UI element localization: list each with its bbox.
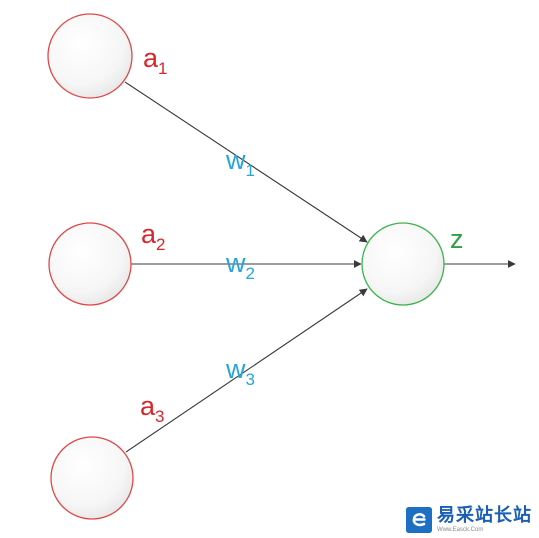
site-watermark: 易采站长站 Www.Easck.Com xyxy=(404,503,539,537)
input-label-a3-base: a xyxy=(140,391,156,421)
input-label-a2: a2 xyxy=(141,219,166,254)
watermark-subtitle: Www.Easck.Com xyxy=(437,527,484,533)
input-node-a2 xyxy=(48,222,132,306)
edge-a3-z xyxy=(125,288,368,453)
input-node-a1 xyxy=(47,13,133,99)
weight-label-w2-sub: 2 xyxy=(246,264,255,283)
output-node-z xyxy=(361,222,445,306)
weight-label-w2-base: w xyxy=(225,248,246,278)
input-label-a1-sub: 1 xyxy=(158,59,167,78)
input-label-a2-sub: 2 xyxy=(156,235,165,254)
weight-label-w1-sub: 1 xyxy=(246,161,255,180)
edge-a1-z xyxy=(124,81,368,243)
watermark-title: 易采站长站 xyxy=(437,505,532,526)
weight-label-w1: w1 xyxy=(225,145,255,180)
weight-label-w3: w3 xyxy=(225,354,255,389)
input-label-a3: a3 xyxy=(140,391,165,426)
input-label-a1-base: a xyxy=(143,43,159,73)
weight-label-w3-sub: 3 xyxy=(246,370,255,389)
input-node-a3 xyxy=(50,436,134,520)
output-label-z: z xyxy=(450,224,464,254)
input-label-a1: a1 xyxy=(143,43,168,78)
weight-label-w3-base: w xyxy=(225,354,246,384)
weight-label-w2: w2 xyxy=(225,248,255,283)
input-label-a2-base: a xyxy=(141,219,157,249)
watermark-text: 易采站长站 Www.Easck.Com xyxy=(437,505,532,534)
e-logo-icon xyxy=(406,507,432,533)
weight-label-w1-base: w xyxy=(225,145,246,175)
input-label-a3-sub: 3 xyxy=(155,407,164,426)
